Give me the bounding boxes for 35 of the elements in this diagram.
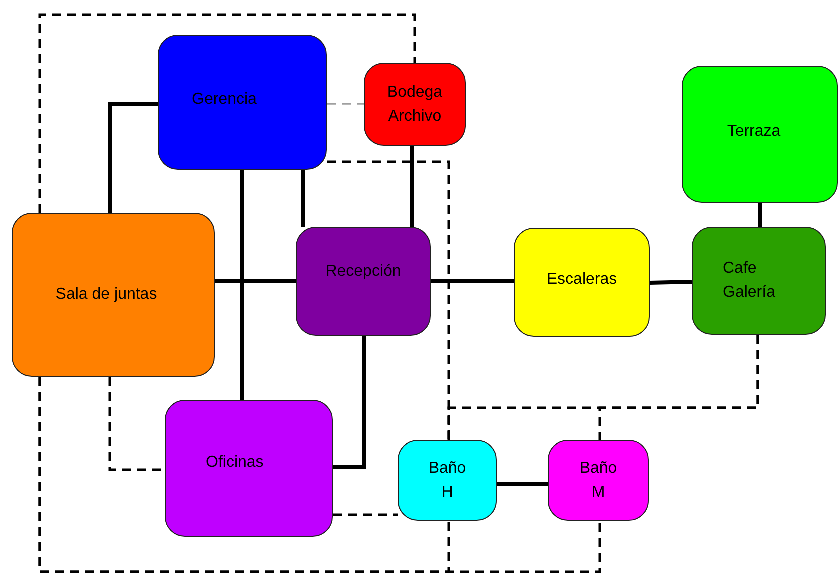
room-box [682, 66, 838, 203]
room-box [514, 228, 650, 337]
room-label: Gerencia [192, 90, 257, 110]
room-label: Baño M [578, 458, 618, 502]
room-box [364, 63, 466, 146]
connector-line [301, 170, 305, 227]
room-label: Cafe Galería [723, 259, 776, 303]
connector-line [650, 280, 692, 285]
room-label: Terraza [727, 122, 781, 142]
room-box [158, 35, 327, 170]
room-box [165, 400, 333, 537]
dashed-connector [38, 377, 602, 574]
dashed-connector [38, 14, 416, 213]
connector-line [431, 279, 514, 283]
connector-line [333, 336, 366, 469]
room-label: Bodega Archivo [386, 82, 444, 126]
dashed-connector [333, 514, 398, 516]
room-label: Baño H [428, 458, 468, 502]
connector-line [108, 102, 158, 213]
room-label: Escaleras [546, 270, 618, 290]
connector-line [497, 482, 548, 486]
room-box [12, 213, 215, 377]
room-box [398, 440, 497, 521]
room-label: Sala de juntas [56, 285, 158, 305]
connector-line [215, 279, 296, 283]
room-label: Recepción [326, 262, 402, 282]
room-label: Oficinas [206, 453, 264, 473]
dashed-connector [598, 335, 760, 440]
dashed-connector [327, 103, 364, 105]
connector-line [758, 203, 762, 227]
room-box [548, 440, 649, 521]
room-box [692, 227, 826, 335]
connector-line [240, 170, 244, 400]
connector-line [410, 146, 414, 227]
room-box [296, 227, 431, 336]
